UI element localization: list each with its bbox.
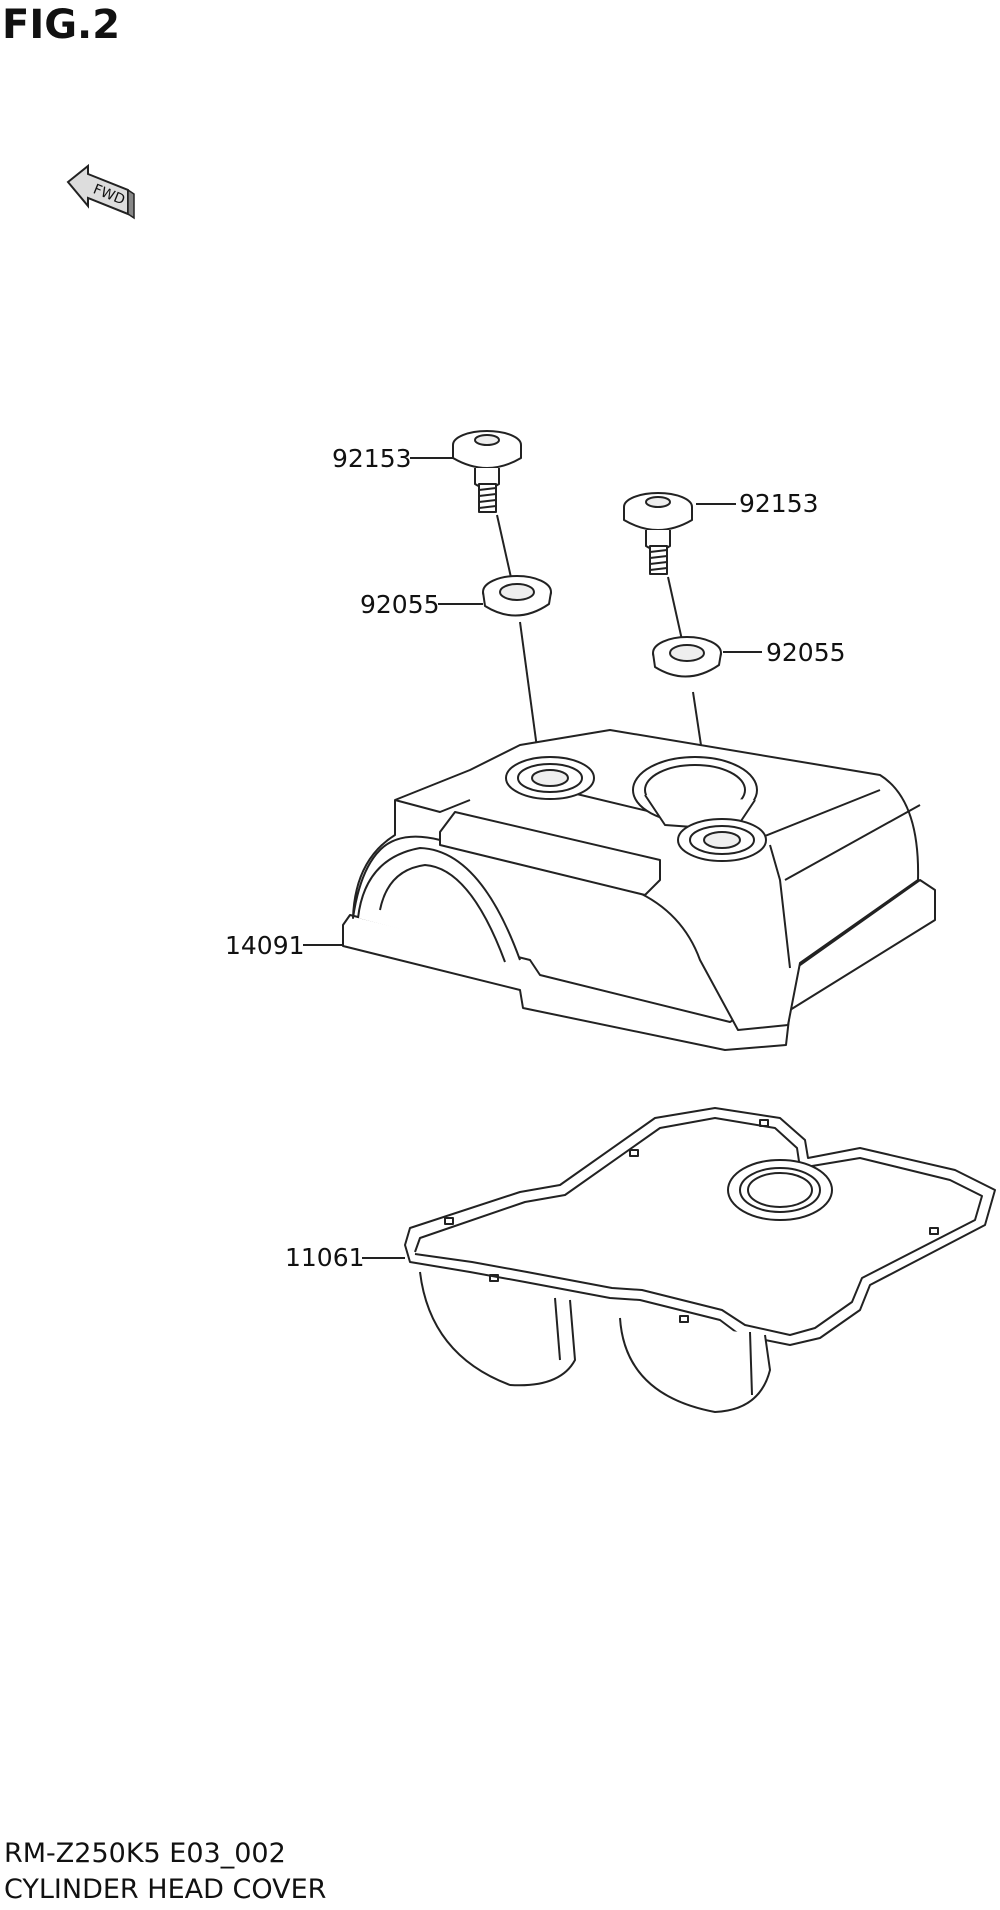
- washer-1-drawing: [482, 575, 552, 617]
- washer-2-drawing: [652, 636, 722, 678]
- gasket-drawing: [404, 1107, 996, 1413]
- fwd-arrow-icon: FWD: [66, 163, 135, 220]
- diagram-name: CYLINDER HEAD COVER: [4, 1874, 327, 1905]
- bolt-2-drawing: [623, 492, 693, 575]
- part-label-11061[interactable]: 11061: [285, 1243, 365, 1272]
- part-label-92055-left[interactable]: 92055: [360, 590, 440, 619]
- bolt-2-leader: [667, 576, 683, 641]
- part-label-14091[interactable]: 14091: [225, 931, 305, 960]
- part-label-92153-right[interactable]: 92153: [739, 489, 819, 518]
- cover-drawing: [342, 729, 936, 1051]
- part-label-92055-right[interactable]: 92055: [766, 638, 846, 667]
- part-label-92153-left[interactable]: 92153: [332, 444, 412, 473]
- bolt-1-leader: [496, 514, 513, 583]
- bolt-1-drawing: [452, 430, 522, 513]
- figure-title: FIG.2: [2, 2, 121, 48]
- diagram-code: RM-Z250K5 E03_002: [4, 1838, 286, 1869]
